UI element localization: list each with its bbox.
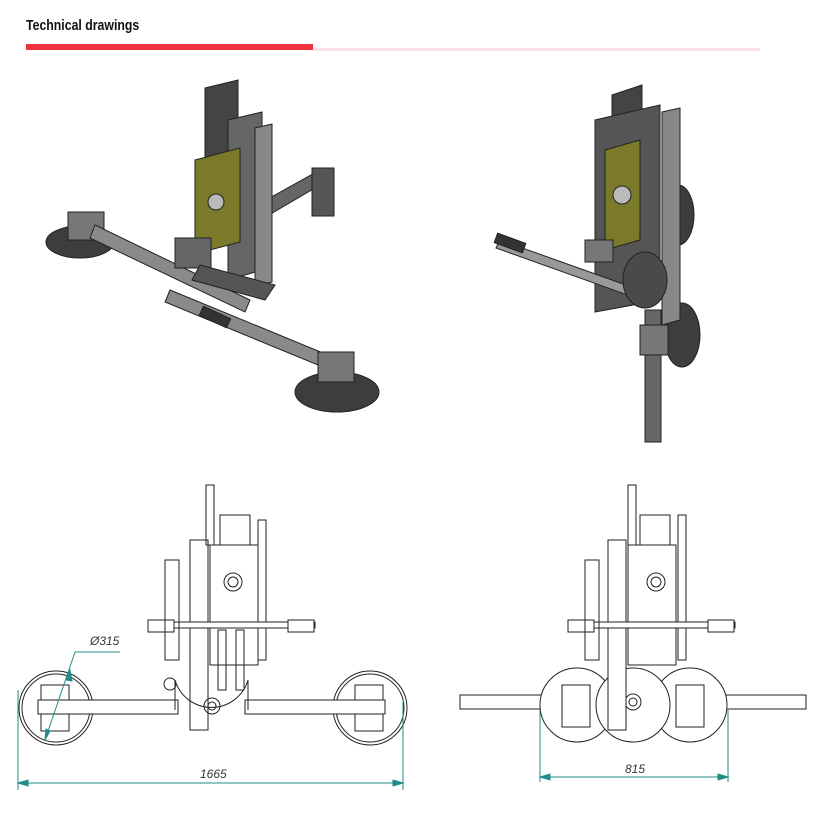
section-title: Technical drawings [26, 17, 140, 34]
width-dimension-label-side: 815 [625, 762, 646, 776]
width-dimension-label-front: 1665 [200, 767, 227, 781]
diameter-dimension-label: Ø315 [90, 634, 120, 648]
title-underline-track [313, 48, 760, 51]
title-underline-accent [26, 44, 313, 50]
